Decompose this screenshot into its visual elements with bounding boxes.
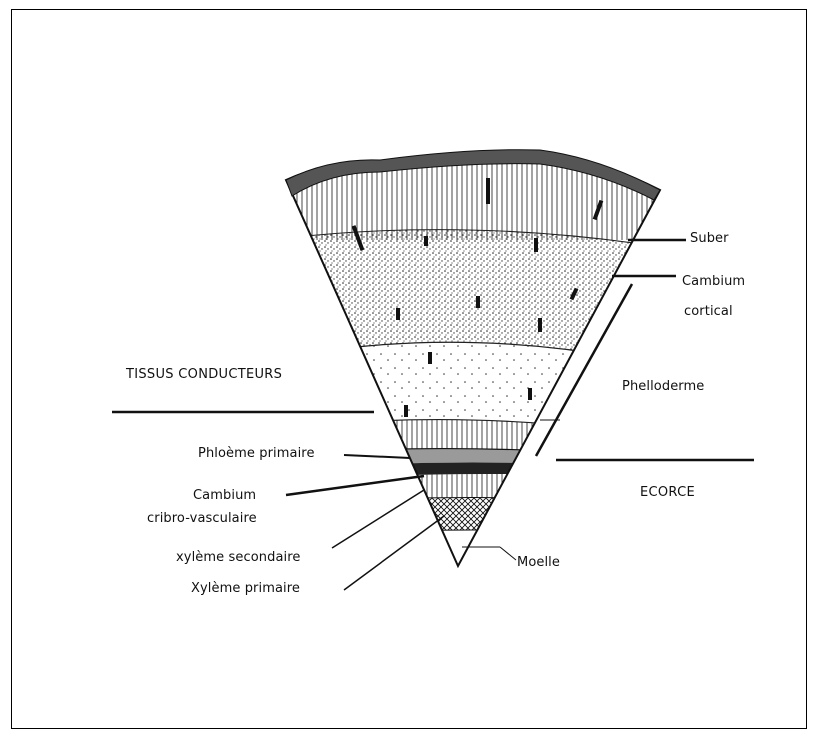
label-cambium-cortical-line2: cortical xyxy=(684,303,733,321)
label-phloeme-primaire: Phloème primaire xyxy=(198,445,315,463)
label-xyleme-primaire: Xylème primaire xyxy=(191,580,300,598)
label-cambium-cortical-line1: Cambium xyxy=(682,273,745,291)
label-suber: Suber xyxy=(690,230,729,248)
label-ecorce: ECORCE xyxy=(640,484,695,502)
label-xyleme-secondaire: xylème secondaire xyxy=(176,549,301,567)
label-cambium-cribro-line2: cribro-vasculaire xyxy=(147,510,257,528)
label-moelle: Moelle xyxy=(517,554,560,572)
label-cambium-cribro-line1: Cambium xyxy=(193,487,256,505)
label-phelloderme: Phelloderme xyxy=(622,378,704,396)
label-tissus-conducteurs: TISSUS CONDUCTEURS xyxy=(126,366,282,384)
stem-cross-section-diagram xyxy=(0,0,818,706)
wedge-tissues xyxy=(270,140,680,600)
